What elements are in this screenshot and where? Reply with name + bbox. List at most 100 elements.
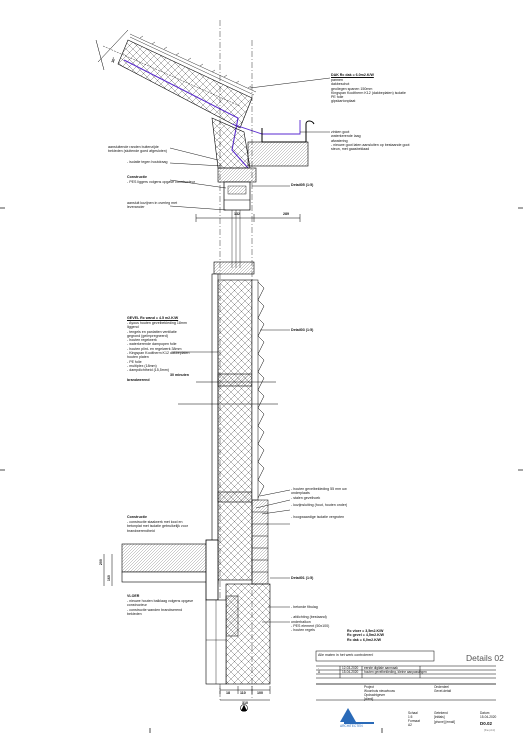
tb-value: 1:5 <box>408 714 413 719</box>
foundation-construction-text: - constructie staalwerk met lood en beto… <box>127 520 188 533</box>
wall-layer: - dampdichtheid (15,5mm) <box>127 368 169 373</box>
office-name: ARCHITECTEN <box>340 724 363 728</box>
tb-client: Opdrachtgever [client] <box>364 693 385 702</box>
revision-description: houten gevelbekleding, kleine aanpassing… <box>364 670 427 674</box>
tb-format: Formaat A2 <box>408 719 420 728</box>
rc-value: Rc vloer = 3,5m2.K/W <box>347 629 384 633</box>
wall-section <box>211 261 269 585</box>
floor-line: constructeur <box>127 603 147 608</box>
roof-layer: Kingspan Kooltherm K12 (dakbeplaten) iso… <box>331 90 406 95</box>
revision-row: - <box>318 666 320 671</box>
sheet-edge-ticks <box>0 207 523 733</box>
wall-layer: - houten plint- en regelwerk 38mm <box>127 346 182 351</box>
dim-total: 310 <box>242 701 248 705</box>
wall-layer: - houten regelwerk <box>127 338 157 343</box>
wall-fire-note-2: brandwerend <box>127 378 150 382</box>
roof-construction-heading: Constructie <box>127 175 147 179</box>
bottom-right-note: - betonde fibulag <box>291 605 318 609</box>
eave-block <box>211 117 251 169</box>
foundation-note: onderplaats <box>291 491 310 496</box>
tb-project: Project Woonhuis nieuwbouw <box>364 685 395 694</box>
wall-layer: - tengels en panlatten ventilatie <box>127 329 177 334</box>
foundation-note: - kozijnsluiting (hout, houten onder) <box>291 502 348 507</box>
dim-bottom: 100 <box>257 691 263 695</box>
wall-layer: - waterkerende dampopen folie <box>127 342 177 347</box>
roof-layer: geoliegen spanen 150mm <box>331 86 373 91</box>
floor-line: - nieuwe houten balklaag volgens opgave <box>127 599 194 603</box>
floor-beam <box>121 543 219 573</box>
revision-description: eerste digitale aanmaak <box>364 666 398 670</box>
roof-section <box>97 29 315 211</box>
bottom-right-notes: - betonde fibulag - afdichting (bestaand… <box>291 605 329 632</box>
revision-rev: A <box>318 670 321 674</box>
foundation-construction-line: - constructie staalwerk met lood en <box>127 520 183 524</box>
bottom-right-note: onderbalkon <box>291 619 311 624</box>
tb-date: Datum 15-04-2020 <box>480 711 497 720</box>
tb-label: Formaat <box>408 719 420 723</box>
foundation-construction-line: brandwerendheid <box>127 528 155 533</box>
wall-inner-board <box>211 273 219 585</box>
bottom-right-note: - houten regels <box>291 628 315 633</box>
title-block-frame <box>315 650 496 701</box>
foundation-plate <box>225 595 239 637</box>
roof-insulation <box>117 39 253 129</box>
wall-structure <box>217 373 253 387</box>
dim-bottom: 18 <box>226 691 230 695</box>
dim-side: 160 <box>106 575 111 582</box>
tb-drawing: Onderdeel Gevel-detail <box>434 685 451 694</box>
bottom-right-note: - PES element (50x100) <box>291 623 330 628</box>
roof-left-note: bekleden (sluitende goed afgesloten) <box>108 149 167 154</box>
floor-section <box>121 539 271 685</box>
lower-cladding <box>251 499 269 585</box>
gutter-note: - nieuwe goot laten aansluiten op bestaa… <box>331 142 410 147</box>
tb-value: 15-04-2020 <box>480 714 497 719</box>
gutter-note: steun, met gaasbeklaad <box>331 147 370 152</box>
gutter-box <box>247 141 309 167</box>
tb-label: Datum <box>480 711 490 715</box>
dim-289: 289 <box>283 212 289 216</box>
sheet-number: D0.02 <box>480 721 493 726</box>
gutter-notes: zinken goot waterkerende laag afwatering… <box>331 130 410 151</box>
floor-insulation <box>121 571 219 583</box>
detail01-label: Detail01 (1:5) <box>291 576 314 580</box>
dim-132: 132 <box>234 212 240 216</box>
foundation-note: - hoogwaardige isolatie vergroten <box>291 515 345 520</box>
wall-layer: - Ayous houten gevelbekleding 18mm <box>127 321 187 325</box>
roof-layer: pannen <box>331 78 343 82</box>
wall-layer: liggend <box>127 325 139 330</box>
gutter <box>261 120 315 143</box>
roof-left-notes: aansluitende randen buitenzijde bekleden… <box>108 145 167 154</box>
wall-fire-note: 30 minuten <box>170 373 189 377</box>
gutter-membrane <box>231 120 301 135</box>
dimension-lines <box>95 39 301 701</box>
rc-value: Rc gevel = 4,5m2.K/W <box>347 633 385 638</box>
dim-bottom: 110 <box>240 691 246 695</box>
gutter-note: waterkerende laag <box>331 134 361 139</box>
revision-date: 15-04-2020 <box>342 670 359 674</box>
revision-date: 12-03-2020 <box>342 666 359 670</box>
tb-value: [client] <box>364 696 374 701</box>
footer-fine-print: [fine print] <box>484 729 495 732</box>
foundation-construction-heading: Constructie <box>127 515 147 519</box>
roof-rc-heading: DAK Rc dak = 6.0m2.K/W <box>331 73 374 77</box>
tb-label: Project <box>364 685 374 689</box>
window-note-line: aansluit kozijnen in overleg met <box>127 201 178 205</box>
window-sill <box>213 261 255 275</box>
floor-heading: VLOER <box>127 594 140 598</box>
sheet-title: Details 02 <box>466 653 504 663</box>
steel-column <box>205 539 219 601</box>
tb-scale: Schaal 1:5 <box>408 711 418 720</box>
revision-rev: - <box>318 666 320 670</box>
wall-layer: - PE folie <box>127 359 142 364</box>
leader-lines <box>169 77 331 623</box>
office-logo <box>340 708 374 724</box>
tb-drawn: Getekend [initials] <box>434 711 448 720</box>
foundation-note: - stalen gevelhoek <box>291 495 321 500</box>
roof-layers: pannen dakbeschot geoliegen spanen 150mm… <box>331 78 406 104</box>
wall-insulation <box>217 279 253 581</box>
floor-line: bekleden <box>127 611 142 616</box>
wall-lintel <box>217 491 253 503</box>
dim-side: 200 <box>98 559 103 566</box>
fascia <box>217 167 257 183</box>
